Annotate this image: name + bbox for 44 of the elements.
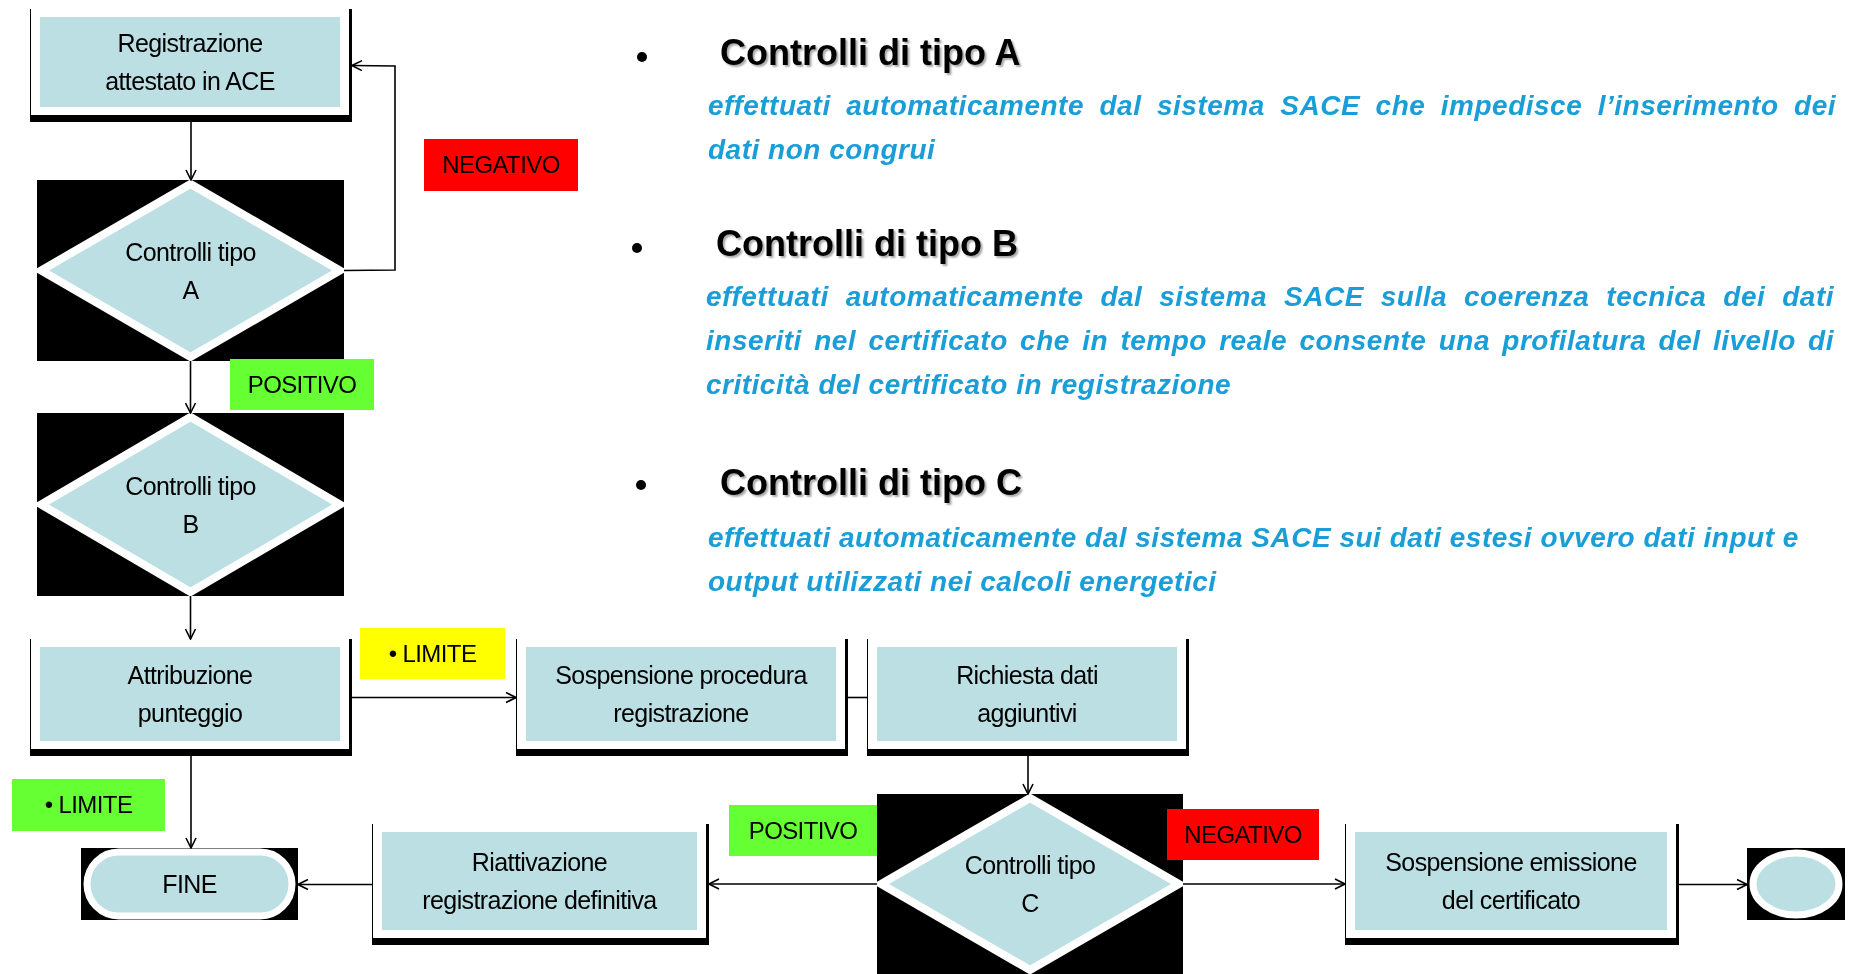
description-text: effettuati automaticamente dal sistema SACE sui dati estesi ovvero dati input e output utilizzati nei calcoli energetici — [708, 521, 1800, 599]
node-label: Attribuzione punteggio — [126, 660, 254, 729]
edge-label: • LIMITE — [12, 779, 165, 831]
node-label: FINE — [162, 869, 217, 900]
node-label: Sospensione emissione del certificato — [1384, 847, 1638, 916]
process-box — [867, 639, 1189, 756]
node-label: Controlli tipo B — [124, 470, 257, 540]
edge-label: NEGATIVO — [1167, 809, 1319, 860]
node-label: Richiesta dati aggiuntivi — [955, 660, 1099, 729]
edge-label: • LIMITE — [360, 628, 505, 679]
connector-arrow — [1182, 878, 1346, 890]
node-label: Sospensione procedura registrazione — [554, 660, 809, 729]
connector-arrow — [297, 878, 373, 891]
connector-arrow — [184, 360, 197, 414]
process-box — [1345, 824, 1679, 945]
edge-label: POSITIVO — [230, 359, 374, 410]
decision-diamond — [877, 794, 1183, 974]
edge-label: POSITIVO — [729, 805, 877, 856]
connector-arrow — [1022, 755, 1034, 795]
list-heading: Controlli di tipo C — [720, 462, 1022, 504]
terminator-ellipse — [1747, 848, 1845, 920]
connector-arrow — [351, 691, 517, 704]
connector-arrow — [1678, 878, 1748, 891]
description-text: effettuati automaticamente dal sistema SACE sulla coerenza tecnica dei dati inseriti nel certificato che in tempo reale consente una profilatura del livello di criticità del certificato in registrazione — [706, 280, 1834, 402]
connector-arrow — [343, 59, 396, 272]
connector-arrow — [708, 878, 878, 890]
edge-label: NEGATIVO — [424, 139, 578, 191]
process-box — [372, 824, 709, 945]
connector-arrow — [185, 755, 197, 849]
decision-diamond — [37, 180, 344, 361]
terminator-shape — [81, 848, 298, 920]
list-heading: Controlli di tipo B — [716, 223, 1018, 265]
decision-diamond — [37, 413, 344, 596]
connector-arrow — [184, 595, 197, 640]
connector-arrow — [185, 121, 197, 181]
node-label: Controlli tipo A — [124, 236, 257, 306]
process-box — [516, 639, 848, 756]
process-box — [30, 639, 352, 756]
description-text: effettuati automaticamente dal sistema SACE che impedisce l’inserimento dei dati non congrui — [708, 89, 1836, 167]
list-heading: Controlli di tipo A — [720, 32, 1021, 74]
node-label: Riattivazione registrazione definitiva — [421, 847, 658, 916]
process-box — [30, 9, 352, 122]
node-label: Controlli tipo C — [963, 850, 1097, 919]
node-label: Registrazione attestato in ACE — [104, 28, 276, 97]
